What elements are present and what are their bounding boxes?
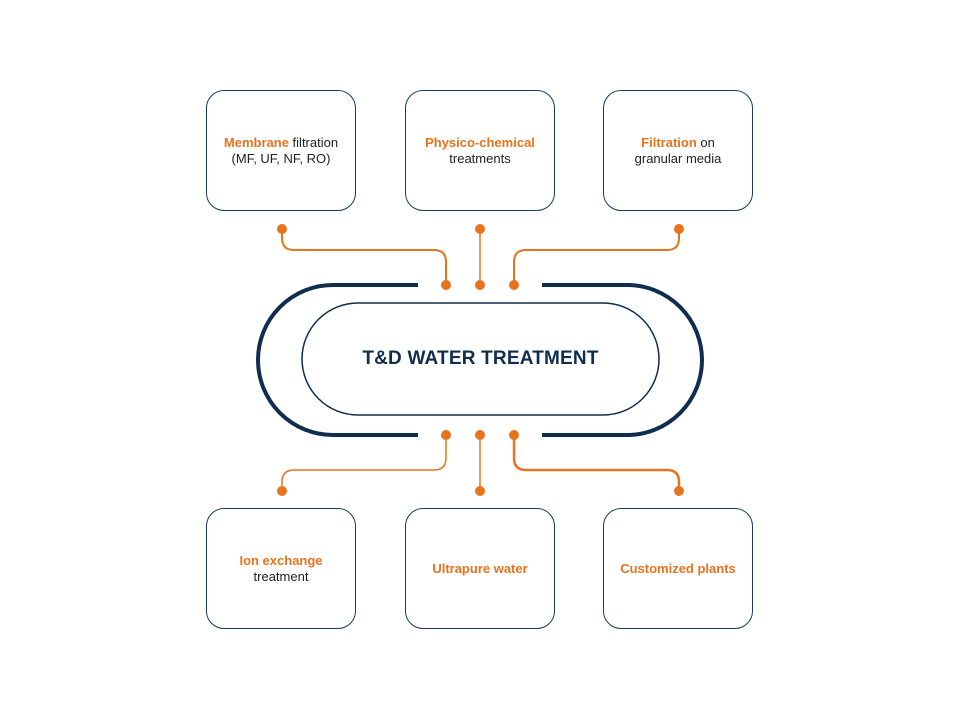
box-ion-highlight: Ion exchange xyxy=(239,552,323,568)
dot-ring-bottom-right xyxy=(509,430,519,440)
box-membrane-line2: (MF, UF, NF, RO) xyxy=(231,150,331,166)
dot-bottom-ultrapure-end xyxy=(475,486,485,496)
box-membrane-highlight: Membrane xyxy=(223,134,289,150)
box-ion-exchange: Ion exchange treatment xyxy=(206,508,356,629)
dot-ring-top-left xyxy=(441,280,451,290)
box-physico-line2: treatments xyxy=(449,150,511,166)
dot-top-membrane-end xyxy=(277,224,287,234)
box-ion-line2: treatment xyxy=(253,568,309,584)
box-physico-line1: Physico-chemical xyxy=(425,135,535,151)
box-membrane-line1-rest: filtration xyxy=(288,134,339,150)
dot-ring-top-right xyxy=(509,280,519,290)
box-filtration-line2: granular media xyxy=(634,150,722,166)
box-filtration-line1-rest: on xyxy=(696,134,715,150)
box-customized-highlight: Customized plants xyxy=(620,560,736,576)
outer-ring-right xyxy=(542,283,704,437)
box-filtration-granular: Filtration on granular media xyxy=(603,90,753,211)
box-physico-highlight: Physico-chemical xyxy=(425,134,535,150)
box-ultrapure-water: Ultrapure water xyxy=(405,508,555,629)
dot-ring-bottom-left xyxy=(441,430,451,440)
box-customized-plants: Customized plants xyxy=(603,508,753,629)
inner-ring xyxy=(301,302,660,416)
outer-ring-left xyxy=(256,283,418,437)
box-membrane-line1: Membrane filtration xyxy=(224,135,338,151)
dot-bottom-ion-end xyxy=(277,486,287,496)
box-customized-line1: Customized plants xyxy=(620,561,736,577)
dot-top-filtration-end xyxy=(674,224,684,234)
box-ultrapure-highlight: Ultrapure water xyxy=(432,560,528,576)
box-physico-chemical: Physico-chemical treatments xyxy=(405,90,555,211)
diagram-title: T&D WATER TREATMENT xyxy=(362,348,599,369)
connector-customized xyxy=(512,435,681,491)
box-ultrapure-line1: Ultrapure water xyxy=(432,561,527,577)
connector-membrane xyxy=(281,229,447,285)
dot-ring-top-center xyxy=(475,280,485,290)
connector-ion-exchange xyxy=(281,435,447,491)
connector-filtration xyxy=(513,229,680,285)
dot-top-physico-end xyxy=(475,224,485,234)
box-ion-line1: Ion exchange xyxy=(239,553,322,569)
dot-bottom-customized-end xyxy=(674,486,684,496)
box-filtration-highlight: Filtration xyxy=(641,134,697,150)
dot-ring-bottom-center xyxy=(475,430,485,440)
box-membrane-filtration: Membrane filtration (MF, UF, NF, RO) xyxy=(206,90,356,211)
box-filtration-line1: Filtration on xyxy=(641,135,715,151)
